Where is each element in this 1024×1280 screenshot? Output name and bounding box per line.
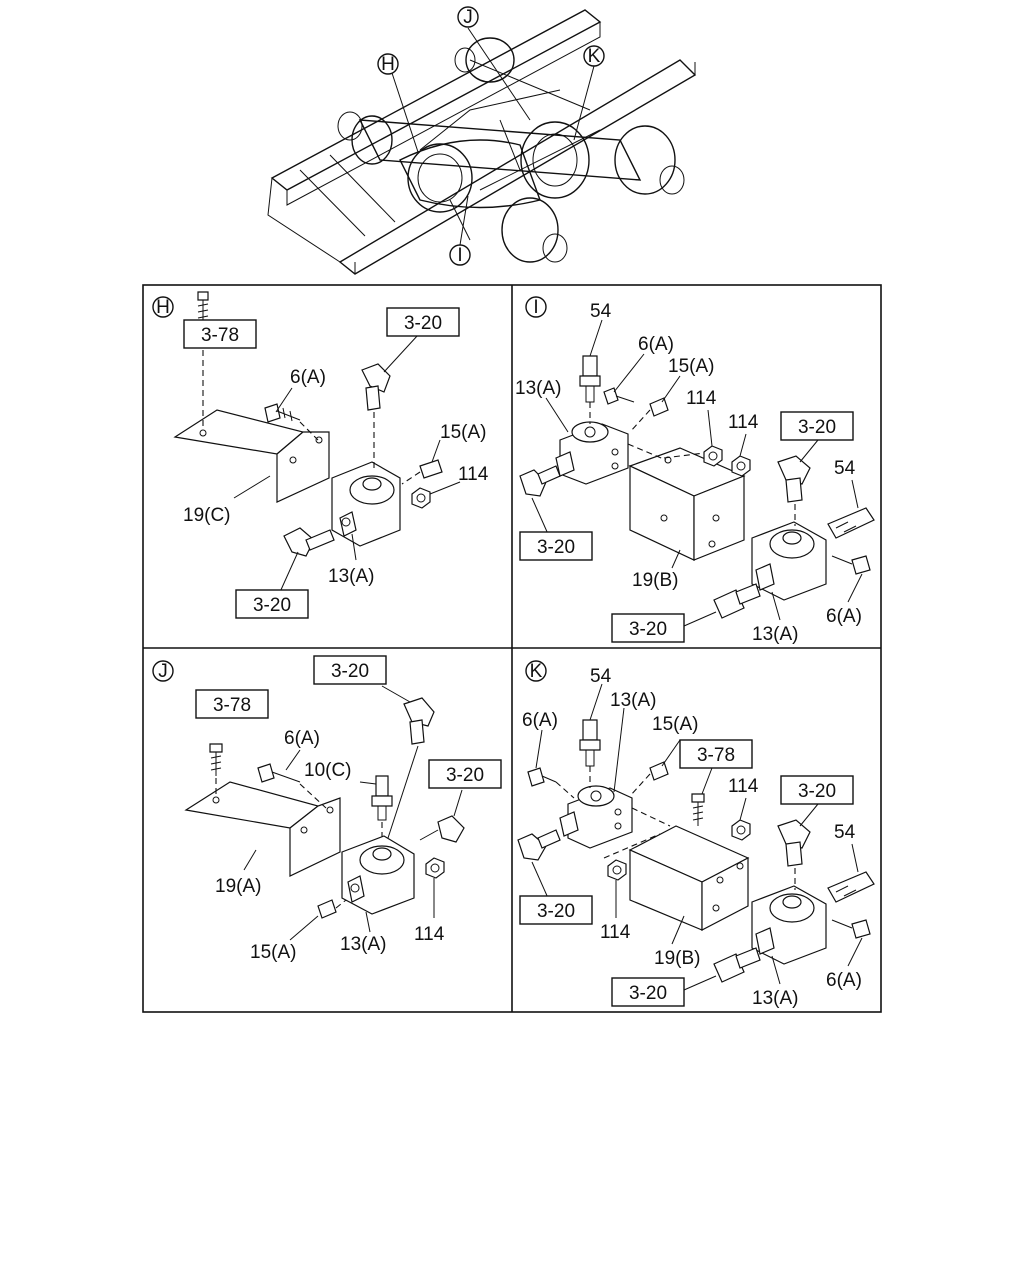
part-label: 19(C) <box>183 505 231 526</box>
part-label: 114 <box>458 464 489 485</box>
svg-text:3-20: 3-20 <box>798 781 836 802</box>
part-label: 19(B) <box>632 570 678 591</box>
part-label: 54 <box>590 301 612 322</box>
part-label: 15(A) <box>652 714 698 735</box>
ref-box-3-20: 3-20 <box>428 759 502 789</box>
ref-box-3-78: 3-78 <box>195 689 269 719</box>
part-label: 54 <box>590 666 612 687</box>
part-label: 15(A) <box>668 356 714 377</box>
part-label: 6(A) <box>638 334 674 355</box>
part-label: 13(A) <box>328 566 374 587</box>
part-label: 6(A) <box>826 606 862 627</box>
part-label: 114 <box>728 412 759 433</box>
svg-text:3-20: 3-20 <box>629 619 667 640</box>
svg-text:3-20: 3-20 <box>537 537 575 558</box>
chassis-overview <box>267 9 697 275</box>
part-label: 6(A) <box>284 728 320 749</box>
panel-letter: K <box>530 661 543 682</box>
part-label: 114 <box>728 776 759 797</box>
panel-letter: H <box>156 297 170 318</box>
overview-callout-j: J <box>457 6 479 28</box>
panel-k: K <box>517 660 875 1009</box>
callout-letter: I <box>457 245 462 266</box>
part-label: 10(C) <box>304 760 352 781</box>
ref-box-3-20: 3-20 <box>611 613 685 643</box>
panel-letter: J <box>158 661 168 682</box>
ref-box-3-20: 3-20 <box>235 589 309 619</box>
ref-box-3-20: 3-20 <box>780 775 854 805</box>
part-label: 114 <box>686 388 717 409</box>
panel-letter: I <box>533 297 538 318</box>
part-label: 15(A) <box>440 422 486 443</box>
svg-text:3-20: 3-20 <box>404 313 442 334</box>
part-label: 13(A) <box>610 690 656 711</box>
part-label: 19(B) <box>654 948 700 969</box>
ref-box-3-20: 3-20 <box>519 531 593 561</box>
part-label: 13(A) <box>340 934 386 955</box>
ref-box-3-20: 3-20 <box>386 307 460 337</box>
panel-j: J <box>152 655 502 963</box>
ref-box-3-20: 3-20 <box>780 411 854 441</box>
part-label: 6(A) <box>826 970 862 991</box>
svg-text:3-20: 3-20 <box>446 765 484 786</box>
ref-box-3-20: 3-20 <box>611 977 685 1007</box>
svg-text:3-78: 3-78 <box>697 745 735 766</box>
callout-letter: J <box>463 7 473 28</box>
callout-letter: H <box>381 54 395 75</box>
svg-text:3-20: 3-20 <box>629 983 667 1004</box>
overview-callout-i: I <box>449 244 471 266</box>
svg-text:3-20: 3-20 <box>331 661 369 682</box>
part-label: 114 <box>414 924 445 945</box>
part-label: 6(A) <box>290 367 326 388</box>
svg-text:3-20: 3-20 <box>798 417 836 438</box>
overview-callout-k: K <box>583 45 605 67</box>
ref-box-3-78: 3-78 <box>679 739 753 769</box>
svg-text:3-20: 3-20 <box>537 901 575 922</box>
part-label: 54 <box>834 822 856 843</box>
part-label: 6(A) <box>522 710 558 731</box>
svg-text:3-78: 3-78 <box>201 325 239 346</box>
svg-text:3-20: 3-20 <box>253 595 291 616</box>
part-label: 19(A) <box>215 876 261 897</box>
svg-text:3-78: 3-78 <box>213 695 251 716</box>
panel-i: I <box>515 296 875 645</box>
part-label: 13(A) <box>752 624 798 645</box>
ref-box-3-20: 3-20 <box>313 655 387 685</box>
overview-callout-h: H <box>377 53 399 75</box>
part-label: 54 <box>834 458 856 479</box>
ref-box-3-20: 3-20 <box>519 895 593 925</box>
panel-h: H <box>152 291 489 619</box>
ref-box-3-78: 3-78 <box>183 319 257 349</box>
part-label: 15(A) <box>250 942 296 963</box>
part-label: 13(A) <box>752 988 798 1009</box>
callout-letter: K <box>588 46 601 67</box>
part-label: 13(A) <box>515 378 561 399</box>
part-label: 114 <box>600 922 631 943</box>
